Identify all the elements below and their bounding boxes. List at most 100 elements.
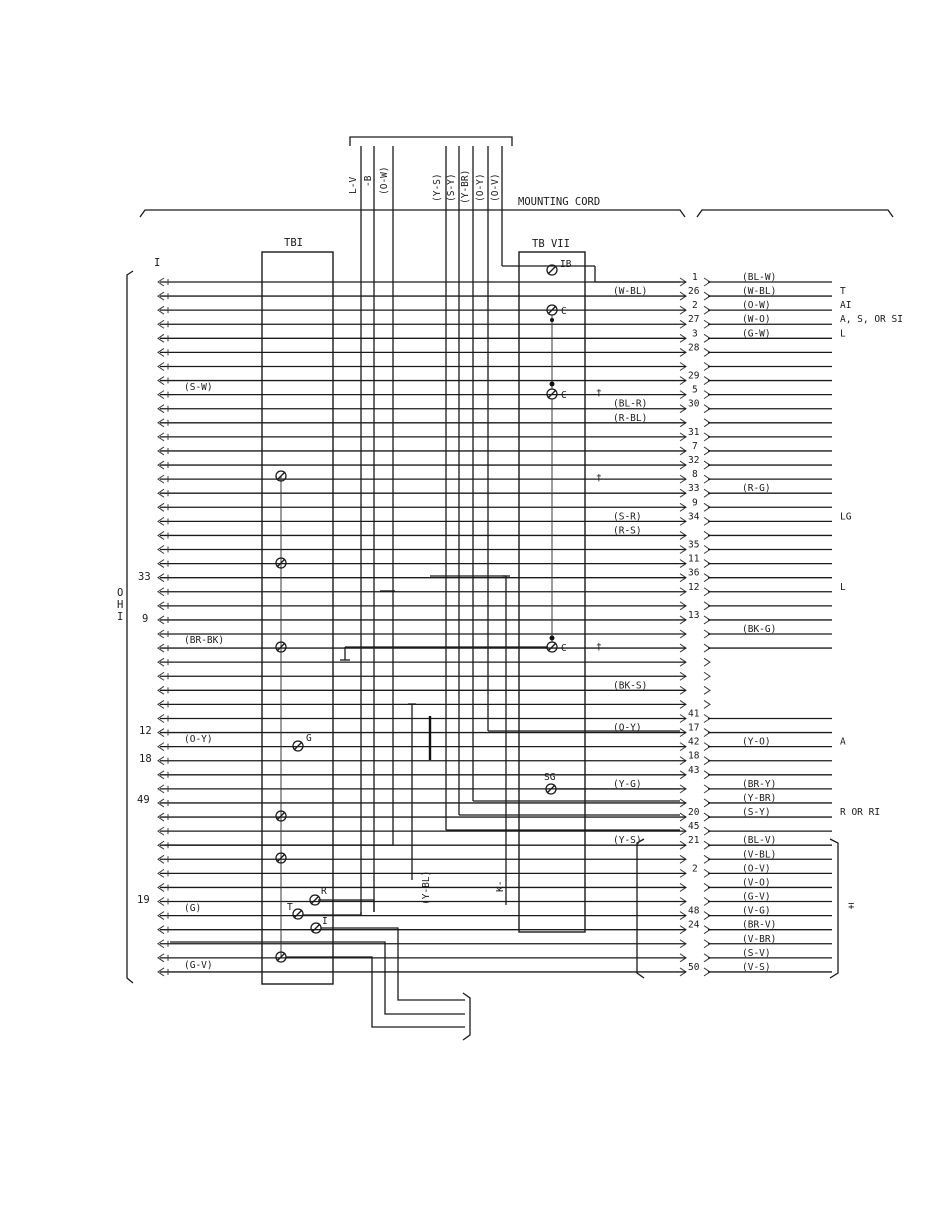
terminal-c3-label: C — [561, 643, 567, 654]
left-connector-mark — [157, 840, 165, 850]
right-wire-label: (BR-V) — [742, 920, 776, 931]
far-right-label: L — [840, 328, 846, 339]
plug-number: 12 — [688, 582, 699, 593]
left-connector-mark — [157, 390, 165, 400]
left-connector-mark — [157, 671, 165, 681]
left-number: 9 — [142, 613, 148, 625]
right-wire-label: (S-Y) — [742, 807, 771, 818]
plug-number: 5 — [692, 385, 698, 396]
plug-number: 24 — [688, 920, 700, 931]
far-right-label: LG — [840, 511, 852, 522]
cable-code-label: (S-Y) — [446, 173, 457, 202]
tb1-title: TBI — [284, 237, 303, 249]
right-wire-label: (O-W) — [742, 300, 771, 311]
right-wire-label: (V-BL) — [742, 849, 776, 860]
plug-number: 30 — [688, 399, 700, 410]
plug-number: 20 — [688, 807, 700, 818]
tb1-terminal-g-label: G — [306, 733, 312, 744]
plug-number: 43 — [688, 765, 699, 776]
tb1-terminal-t — [292, 908, 304, 920]
right-wire-labels: (BL-W)(W-BL)(O-W)(W-O)(G-W)(R-G)(BK-G)(Y… — [742, 272, 776, 973]
right-wire-label: (W-BL) — [742, 286, 776, 297]
left-number: 12 — [139, 725, 152, 737]
left-connector-mark — [157, 728, 165, 737]
left-connector-mark — [157, 404, 165, 414]
tie-points — [165, 575, 680, 905]
left-connector-mark — [157, 376, 165, 385]
plug-number: 21 — [688, 835, 700, 846]
left-wire-labels: (S-W) (BR-BK) (O-Y) (G) (G-V) — [184, 382, 224, 971]
left-connector-mark — [157, 615, 165, 625]
ohi-label: O — [117, 587, 123, 599]
left-connector-mark — [157, 347, 165, 357]
right-wire-label: (W-O) — [742, 314, 771, 325]
left-number: 33 — [138, 571, 151, 583]
right-wire-label: (R-G) — [742, 483, 771, 494]
plug-number: 34 — [688, 511, 700, 522]
left-connector-mark — [157, 460, 165, 470]
tb1-terminal-g — [292, 740, 304, 752]
cable-code-label: L-V — [348, 177, 359, 194]
wire-rows — [157, 277, 832, 977]
left-connector-mark — [157, 812, 165, 822]
left-connector-mark — [157, 953, 165, 963]
tb1-terminal — [275, 810, 287, 822]
plug-number: 31 — [688, 427, 700, 438]
right-wire-label: (V-O) — [742, 877, 771, 888]
right-bracket — [636, 838, 839, 979]
far-right-label: L — [840, 582, 846, 593]
left-connector-mark — [157, 699, 165, 709]
mid-wire-label: (R-BL) — [613, 413, 647, 424]
left-connector-mark — [157, 883, 165, 892]
plug-number: 41 — [688, 708, 700, 719]
plug-number: 48 — [688, 906, 700, 917]
right-connector-mark — [703, 671, 711, 681]
terminal-c1-label: C — [561, 306, 567, 317]
left-connector-mark — [157, 897, 165, 906]
left-connector-mark — [157, 854, 165, 864]
cable-code-label: (O-Y) — [475, 173, 486, 202]
left-connector-mark — [157, 587, 165, 597]
left-connector-mark — [157, 418, 165, 428]
drop-label-k: K- — [495, 881, 506, 892]
terminal-sg-label: SG — [544, 772, 556, 783]
left-connector-mark — [157, 305, 165, 315]
mid-wire-label: (R-S) — [613, 525, 642, 536]
left-wire-label: (O-Y) — [184, 734, 213, 745]
plug-number: 1 — [692, 272, 698, 283]
terminal-ib — [546, 264, 558, 276]
left-connector-mark — [157, 502, 165, 512]
left-connector-mark — [157, 291, 165, 301]
cable-code-label: (O-V) — [490, 173, 501, 202]
left-connector-mark — [157, 319, 165, 329]
left-connector-mark — [157, 967, 165, 977]
left-connector-mark — [157, 446, 165, 456]
mid-wire-label: (Y-S) — [613, 835, 642, 846]
left-connector-mark — [157, 432, 165, 442]
tb1-terminal-t-label: T — [287, 902, 293, 913]
mid-wire-labels: (W-BL)(BL-R)(R-BL)(S-R)(R-S)(BK-S)(O-Y)(… — [613, 286, 647, 846]
right-wire-label: (V-G) — [742, 906, 771, 917]
left-connector-mark — [157, 826, 165, 836]
left-number: 49 — [137, 794, 150, 806]
plug-numbers: 1262273282953031732833934351136121341174… — [688, 272, 700, 973]
right-wire-label: (V-S) — [742, 962, 771, 973]
right-wire-label: (V-BR) — [742, 934, 776, 945]
tb7-title: TB VII — [532, 238, 570, 250]
ohi-label: H — [117, 599, 123, 611]
right-wire-label: (BR-Y) — [742, 779, 776, 790]
dagger-mark: † — [596, 473, 602, 484]
tb7-terminals: IB C C C SG — [544, 259, 680, 795]
left-connector-mark — [157, 333, 165, 343]
tb1-terminal-one — [310, 922, 322, 934]
plug-number: 3 — [692, 328, 698, 339]
plug-number: 26 — [688, 286, 700, 297]
right-wire-label: (Y-O) — [742, 737, 771, 748]
right-wire-label: (G-W) — [742, 328, 771, 339]
left-connector-mark — [157, 573, 165, 583]
right-connector-mark — [703, 657, 711, 667]
tb1-terminal-one-label: I — [322, 916, 328, 927]
left-numbers: 33 9 12 18 49 19 — [137, 571, 152, 906]
